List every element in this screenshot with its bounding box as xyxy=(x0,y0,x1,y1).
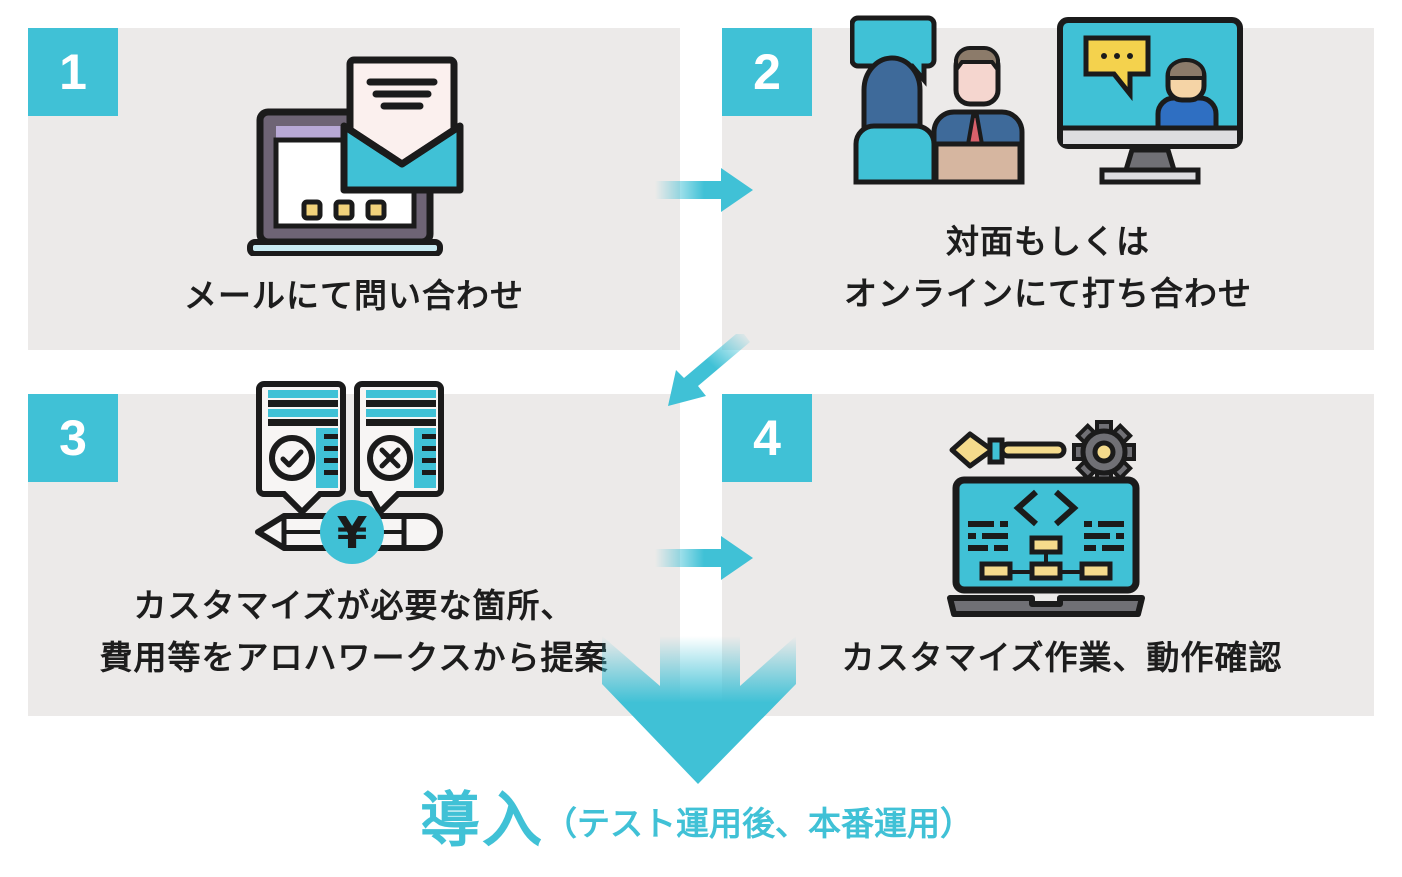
arrow-step3-to-step4 xyxy=(655,536,753,580)
step-label-line: カスタマイズ作業、動作確認 xyxy=(841,638,1283,677)
step-label: カスタマイズが必要な箇所、 費用等をアロハワークスから提案 xyxy=(28,580,680,684)
step-label: メールにて問い合わせ xyxy=(28,270,680,322)
final-implementation-heading: 導入（テスト運用後、本番運用） xyxy=(420,772,973,859)
final-title: 導入 xyxy=(420,786,544,856)
arrow-step2-to-step3 xyxy=(668,334,750,406)
step-label: カスタマイズ作業、動作確認 xyxy=(762,632,1362,684)
face-to-face-meeting-icon xyxy=(850,12,1025,187)
step-card-1: 1 メールにて問い合わせ xyxy=(28,28,680,350)
proposal-yen-icon: ¥ xyxy=(254,378,454,568)
step-card-2: 2 対面もしくは オ xyxy=(722,15,1374,350)
step-label-line: オンラインにて打ち合わせ xyxy=(844,274,1252,313)
step-number-badge: 4 xyxy=(722,394,812,482)
arrow-down-to-final xyxy=(602,636,796,784)
email-laptop-icon xyxy=(246,56,466,256)
step-card-4: 4 xyxy=(722,394,1374,716)
step-number-badge: 2 xyxy=(722,28,812,116)
step-label: 対面もしくは オンラインにて打ち合わせ xyxy=(722,216,1374,320)
step-label-line: メールにて問い合わせ xyxy=(184,276,524,315)
step-card-3: 3 xyxy=(28,381,680,716)
coding-laptop-icon xyxy=(946,420,1146,620)
step-number-badge: 3 xyxy=(28,394,118,482)
svg-text:¥: ¥ xyxy=(337,508,368,559)
step-label-line: カスタマイズが必要な箇所、 xyxy=(133,586,575,625)
final-note: （テスト運用後、本番運用） xyxy=(544,804,973,843)
step-label-line: 対面もしくは xyxy=(946,222,1150,261)
step-number-badge: 1 xyxy=(28,28,118,116)
online-meeting-monitor-icon xyxy=(1056,16,1244,186)
arrow-step1-to-step2 xyxy=(655,168,753,212)
step-label-line: 費用等をアロハワークスから提案 xyxy=(99,638,609,677)
